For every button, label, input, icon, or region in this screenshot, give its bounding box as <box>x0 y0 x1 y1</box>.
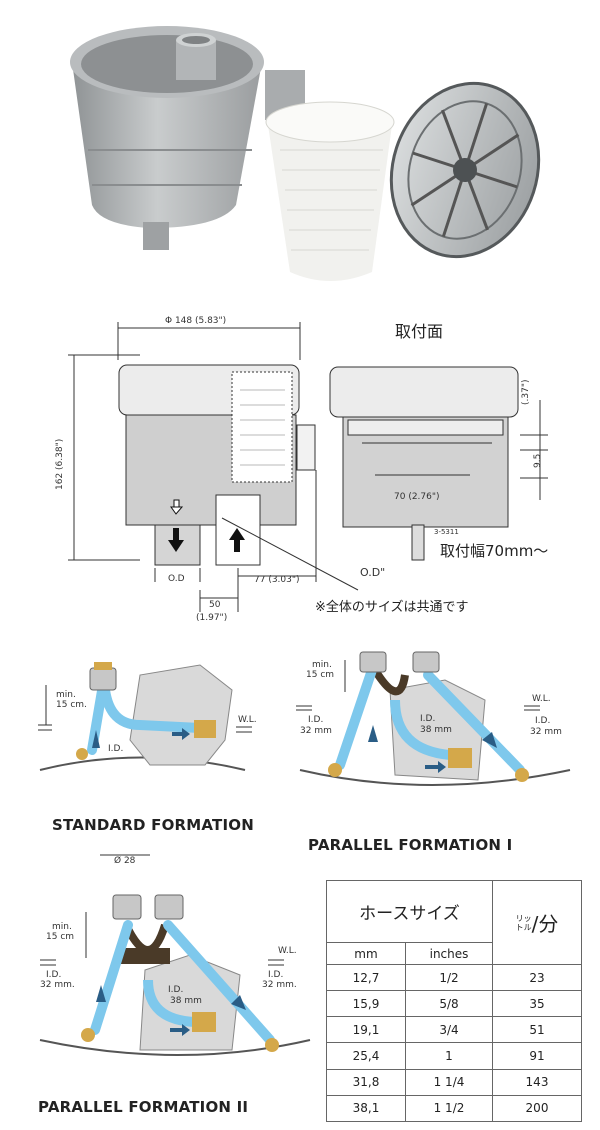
installation-diagrams: min. 15 cm. W.L. I.D. STANDARD FORMATION… <box>0 630 600 1130</box>
p2-min-label: min. <box>52 922 72 932</box>
flow-header-toru: トル <box>515 922 532 932</box>
part-code: 3-5311 <box>434 528 459 536</box>
standard-formation-title: STANDARD FORMATION <box>52 816 254 834</box>
row-inches: 1/2 <box>405 963 493 992</box>
spacing-in: (1.97") <box>196 613 228 623</box>
std-min-value: 15 cm. <box>56 700 87 710</box>
od-right-label: O.D" <box>360 566 386 579</box>
p1-id-left: I.D. <box>308 715 324 725</box>
row-inches: 1 <box>405 1042 493 1070</box>
row-mm: 12,7 <box>326 963 406 992</box>
parallel2-diagram <box>39 854 311 1056</box>
std-wl-label: W.L. <box>238 715 257 725</box>
row-mm: 38,1 <box>326 1094 406 1123</box>
row-flow: 23 <box>492 963 582 992</box>
row-mm: 15,9 <box>326 990 406 1018</box>
size-note: ※全体のサイズは共通です <box>315 600 469 615</box>
height-dimension: 162 (6.38") <box>55 438 65 490</box>
parallel1-diagram <box>296 651 571 786</box>
row-inches: 1 1/2 <box>405 1094 493 1123</box>
parallel-formation-1-title: PARALLEL FORMATION I <box>308 836 513 854</box>
product-photo <box>70 26 541 281</box>
transparent-lid <box>389 81 541 259</box>
flow-header: リッ トル /分 <box>492 880 582 965</box>
p2-id-left-value: 32 mm. <box>40 980 75 990</box>
drawing-lines <box>68 322 548 612</box>
row-flow: 35 <box>492 990 582 1018</box>
standard-diagram <box>38 662 252 771</box>
p1-id-mid-value: 38 mm <box>420 725 452 735</box>
p2-id-left: I.D. <box>46 970 62 980</box>
p2-min-value: 15 cm <box>46 932 75 942</box>
mounting-surface-label: 取付面 <box>395 322 444 341</box>
p1-wl-label: W.L. <box>532 694 551 704</box>
od-left-label: O.D <box>168 574 185 584</box>
parallel-formation-2-title: PARALLEL FORMATION II <box>38 1098 249 1116</box>
strainer-housing <box>70 26 305 250</box>
p2-id-right-value: 32 mm. <box>262 980 297 990</box>
row-inches: 1 1/4 <box>405 1068 493 1096</box>
p1-id-left-value: 32 mm <box>300 726 332 736</box>
p1-id-right: I.D. <box>535 716 551 726</box>
flow-header-unit: /分 <box>531 912 559 936</box>
p2-wl-label: W.L. <box>278 946 297 956</box>
p2-id-mid-value: 38 mm <box>170 996 202 1006</box>
row-flow: 91 <box>492 1042 582 1070</box>
std-id-label: I.D. <box>108 744 124 754</box>
diagram-graphics <box>38 651 571 1056</box>
small-mm-dimension: 9.5 <box>533 453 543 468</box>
p1-id-mid: I.D. <box>420 714 436 724</box>
p2-phi-label: Ø 28 <box>114 856 136 866</box>
p1-min-label: min. <box>312 660 332 670</box>
p1-min-value: 15 cm <box>306 670 335 680</box>
std-min-label: min. <box>56 690 76 700</box>
row-inches: 3/4 <box>405 1016 493 1044</box>
offset-dimension: 77 (3.03") <box>254 575 300 585</box>
p2-id-right: I.D. <box>268 970 284 980</box>
col-mm: mm <box>326 942 406 965</box>
mounting-width-label: 取付幅70mm〜 <box>440 542 549 560</box>
strainer-basket <box>265 101 395 281</box>
small-inch-dimension: (.37") <box>521 379 531 405</box>
mount-width-dimension: 70 (2.76") <box>394 492 440 502</box>
col-inches: inches <box>405 942 493 965</box>
row-inches: 5/8 <box>405 990 493 1018</box>
row-flow: 200 <box>492 1094 582 1123</box>
technical-drawing: Φ 148 (5.83") 162 (6.38") O.D 77 (3.03")… <box>0 300 600 630</box>
row-flow: 143 <box>492 1068 582 1096</box>
hose-size-header: ホースサイズ <box>326 880 493 943</box>
p2-id-mid: I.D. <box>168 985 184 995</box>
row-flow: 51 <box>492 1016 582 1044</box>
flow-header-ri: リッ <box>515 913 532 923</box>
row-mm: 19,1 <box>326 1016 406 1044</box>
spacing-mm: 50 <box>209 600 221 610</box>
p1-id-right-value: 32 mm <box>530 727 562 737</box>
row-mm: 31,8 <box>326 1068 406 1096</box>
diameter-dimension: Φ 148 (5.83") <box>165 316 227 326</box>
row-mm: 25,4 <box>326 1042 406 1070</box>
